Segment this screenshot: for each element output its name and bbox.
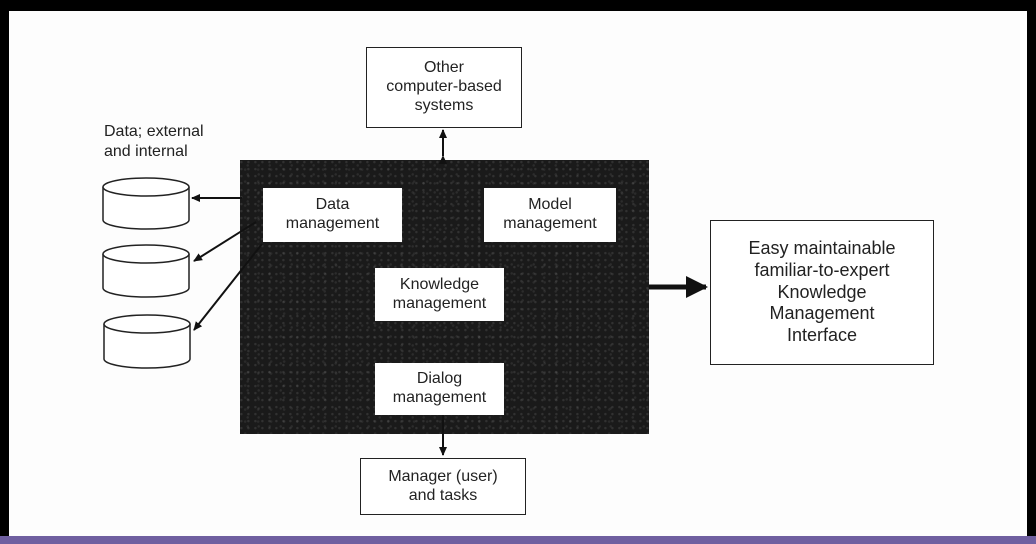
dialog-management-box: Dialog management xyxy=(375,363,504,415)
data-store-label: Data; external and internal xyxy=(104,123,204,160)
model-management-box: Model management xyxy=(484,188,616,242)
other-systems-box: Other computer-based systems xyxy=(366,47,522,128)
km-interface-box: Easy maintainable familiar-to-expert Kno… xyxy=(710,220,934,365)
knowledge-management-box: Knowledge management xyxy=(375,268,504,321)
manager-user-box: Manager (user) and tasks xyxy=(360,458,526,515)
data-management-box: Data management xyxy=(263,188,402,242)
bottom-strip xyxy=(0,536,1036,544)
